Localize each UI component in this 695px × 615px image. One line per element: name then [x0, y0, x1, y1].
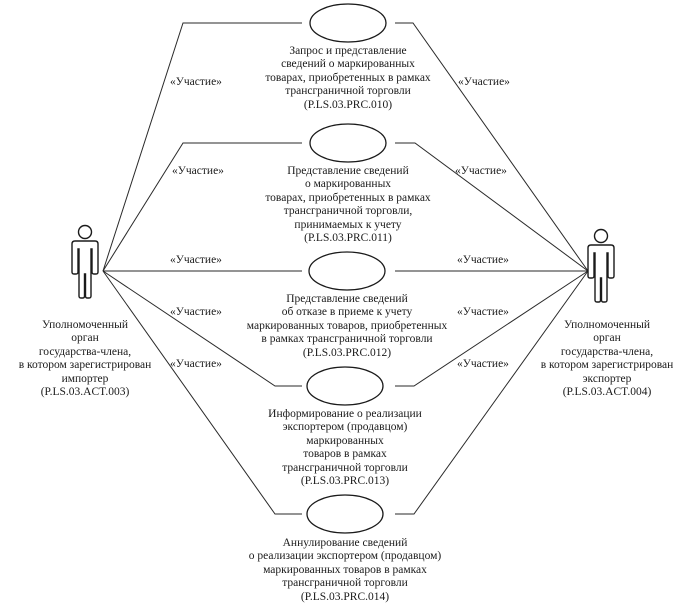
label-line: экспортером (продавцом) — [282, 421, 408, 434]
label-line: Уполномоченный — [563, 319, 651, 331]
use-case-ellipse-013[interactable] — [306, 366, 384, 406]
label-line: Представление сведений — [287, 165, 409, 177]
use-case-label-013: Информирование о реализации экспортером … — [245, 408, 445, 488]
label-line: Аннулирование сведений — [282, 537, 408, 549]
label-line: импортер — [61, 372, 109, 385]
label-line: (P.LS.03.PRC.010) — [303, 98, 393, 111]
use-case-label-014: Аннулирование сведений о реализации эксп… — [235, 537, 455, 604]
association-label-left-013: «Участие» — [170, 306, 222, 318]
actor-icon-importer[interactable] — [71, 224, 99, 299]
label-line: трансграничной торговли, — [283, 205, 413, 218]
label-line: орган — [593, 332, 621, 345]
label-line: Запрос и представление — [289, 45, 407, 57]
label-line: маркированных товаров в рамках — [263, 563, 427, 576]
label-line: товарах, приобретенных в рамках — [265, 71, 431, 84]
association-label-left-014: «Участие» — [170, 358, 222, 370]
actor-icon-exporter[interactable] — [587, 228, 615, 303]
label-line: трансграничной торговли — [285, 85, 411, 98]
label-line: государства-члена, — [38, 345, 132, 358]
label-line: в котором зарегистрирован — [540, 359, 674, 372]
association-left-010 — [102, 22, 302, 272]
label-line: (P.LS.03.ACT.004) — [562, 386, 652, 399]
label-line: трансграничной торговли — [282, 577, 408, 590]
use-case-ellipse-011[interactable] — [309, 123, 387, 163]
association-label-right-013: «Участие» — [457, 306, 509, 318]
label-line: орган — [71, 332, 99, 345]
use-case-label-010: Запрос и представление сведений о маркир… — [248, 45, 448, 112]
label-line: об отказе в приеме к учету — [281, 306, 413, 319]
association-label-left-011: «Участие» — [172, 165, 224, 177]
use-case-label-011: Представление сведений о маркированных т… — [248, 165, 448, 245]
label-line: о реализации экспортером (продавцом) — [248, 550, 442, 563]
association-label-right-014: «Участие» — [457, 358, 509, 370]
association-label-left-012: «Участие» — [170, 254, 222, 266]
use-case-ellipse-010[interactable] — [309, 3, 387, 43]
association-left-014 — [102, 270, 302, 515]
association-right-010 — [395, 22, 589, 272]
association-left-011 — [102, 142, 302, 272]
actor-label-importer: Уполномоченный орган государства-члена, … — [0, 319, 170, 399]
label-line: сведений о маркированных — [281, 58, 415, 71]
actor-label-exporter: Уполномоченный орган государства-члена, … — [519, 319, 695, 399]
use-case-label-012: Представление сведений об отказе в прием… — [238, 293, 456, 360]
label-line: Информирование о реализации — [268, 408, 422, 420]
label-line: (P.LS.03.PRC.011) — [304, 232, 392, 245]
label-line: экспортер — [582, 372, 632, 385]
label-line: в котором зарегистрирован — [18, 359, 152, 372]
label-line: (P.LS.03.PRC.014) — [300, 590, 390, 603]
label-line: Представление сведений — [286, 293, 408, 305]
use-case-ellipse-014[interactable] — [306, 494, 384, 534]
association-left-013 — [102, 270, 302, 387]
use-case-ellipse-012[interactable] — [308, 251, 386, 291]
label-line: в рамках трансграничной торговли — [261, 333, 433, 346]
label-line: маркированных товаров, приобретенных — [246, 319, 448, 332]
association-right-013 — [395, 270, 589, 387]
association-right-014 — [395, 270, 589, 515]
association-label-right-012: «Участие» — [457, 254, 509, 266]
label-line: трансграничной торговли — [282, 461, 408, 474]
label-line: Уполномоченный — [41, 319, 129, 331]
label-line: товарах, приобретенных в рамках — [265, 191, 431, 204]
association-right-011 — [395, 142, 589, 272]
label-line: принимаемых к учету — [294, 218, 402, 231]
label-line: (P.LS.03.PRC.012) — [302, 346, 392, 359]
label-line: маркированных — [306, 434, 384, 447]
label-line: (P.LS.03.ACT.003) — [40, 386, 130, 399]
label-line: товаров в рамках — [303, 448, 387, 461]
label-line: государства-члена, — [560, 345, 654, 358]
association-label-left-010: «Участие» — [170, 76, 222, 88]
association-label-right-011: «Участие» — [455, 165, 507, 177]
label-line: (P.LS.03.PRC.013) — [300, 475, 390, 488]
association-label-right-010: «Участие» — [458, 76, 510, 88]
label-line: о маркированных — [304, 178, 392, 191]
